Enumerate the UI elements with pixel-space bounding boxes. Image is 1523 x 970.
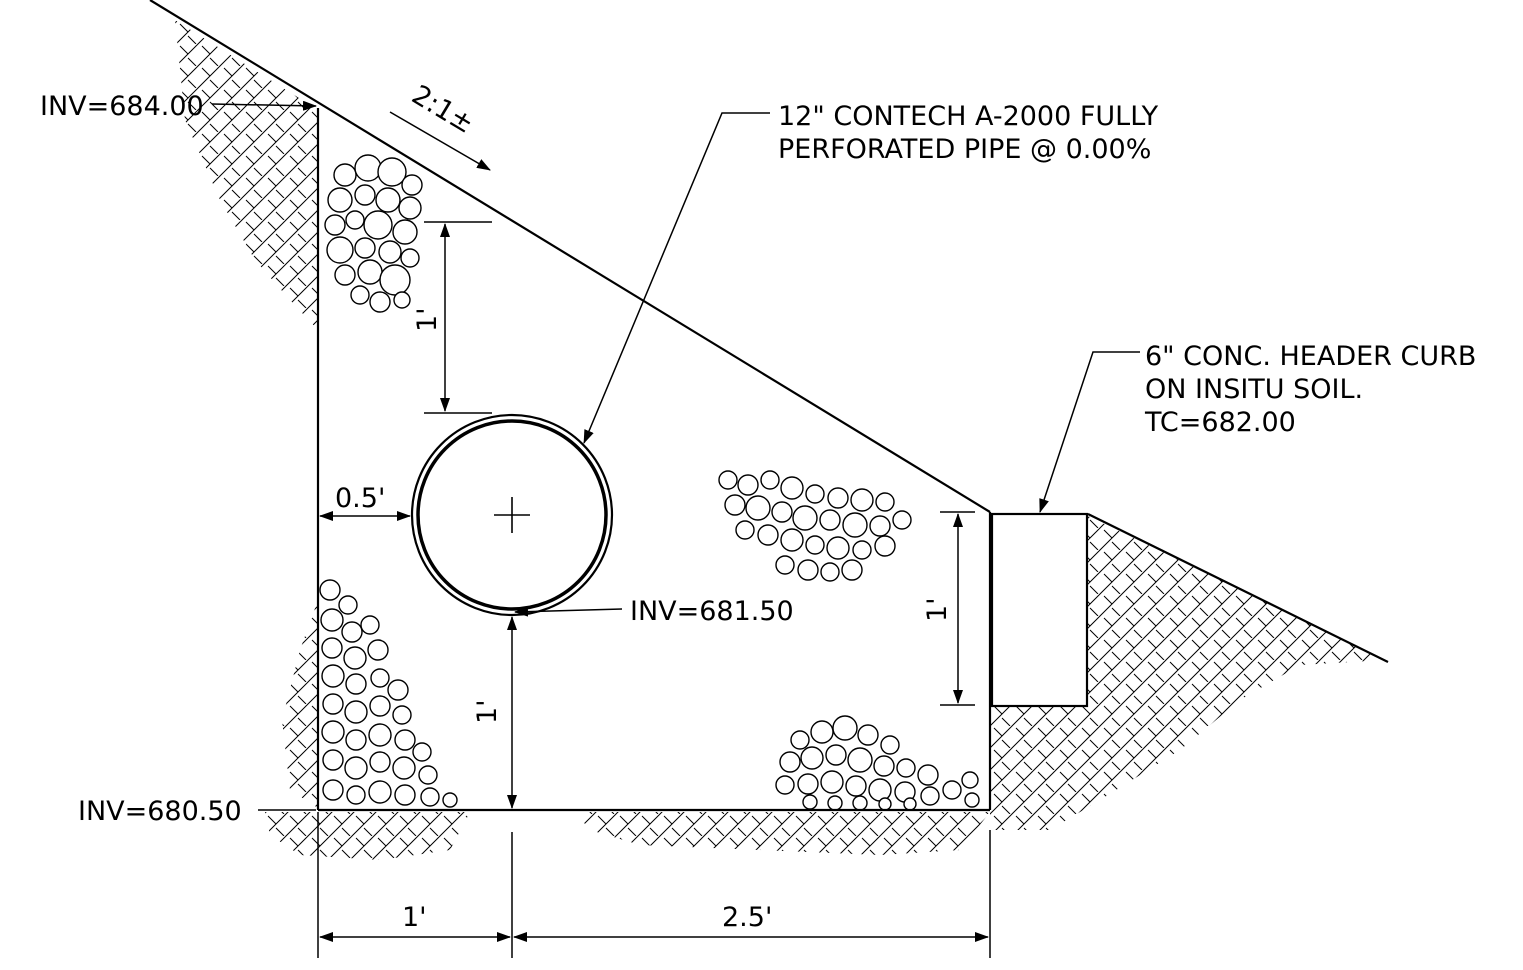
concrete-header-curb <box>990 512 1089 708</box>
curb-note-line-1: 6" CONC. HEADER CURB <box>1145 341 1476 372</box>
gravel-cluster-bottom-right <box>775 715 980 811</box>
pipe-inner-wall <box>416 419 608 611</box>
left-width-dimension: 1' <box>402 902 427 933</box>
gravel-cluster-top-left <box>324 154 423 313</box>
inv-top-label: INV=684.00 <box>40 91 204 122</box>
pipe-note-leader <box>583 112 770 444</box>
ground-line-right <box>1087 513 1389 663</box>
soil-bottom-left <box>265 812 470 860</box>
trench-outline <box>149 0 1389 812</box>
soil-right <box>990 516 1385 830</box>
curb-note-line-2: ON INSITU SOIL. <box>1145 374 1363 405</box>
pipe-bedding-dimension: 1' <box>472 699 503 724</box>
soil-left-lower <box>282 600 318 808</box>
right-width-dimension: 2.5' <box>722 902 772 933</box>
perforated-pipe <box>410 413 614 617</box>
inv-bottom-label: INV=680.50 <box>78 796 242 827</box>
gravel-cluster-middle-right <box>718 470 912 582</box>
pipe-offset-dimension: 0.5' <box>335 483 385 514</box>
pipe-outer-wall <box>410 413 614 617</box>
pipe-cover-dimension: 1' <box>412 307 443 332</box>
slope-label: 2:1± <box>406 79 479 140</box>
inv-pipe-label: INV=681.50 <box>630 596 794 627</box>
soil-left-upper <box>175 20 318 330</box>
gravel-cluster-bottom-left <box>319 579 458 808</box>
soil-hatching <box>175 20 1385 860</box>
pipe-note-line-1: 12" CONTECH A-2000 FULLY <box>778 101 1159 132</box>
soil-bottom-middle <box>575 812 990 855</box>
pipe-invert-leader <box>514 606 623 617</box>
inv-top-leader <box>211 100 317 111</box>
curb-note-leader <box>1039 351 1140 513</box>
gravel-fill <box>319 154 980 811</box>
dimension-lines <box>211 100 1140 958</box>
slope-grade-line <box>149 0 991 513</box>
curb-height-dimension: 1' <box>922 597 953 622</box>
slope-arrow <box>389 111 491 171</box>
curb-note-line-3: TC=682.00 <box>1144 407 1296 438</box>
pipe-note-line-2: PERFORATED PIPE @ 0.00% <box>778 134 1151 165</box>
